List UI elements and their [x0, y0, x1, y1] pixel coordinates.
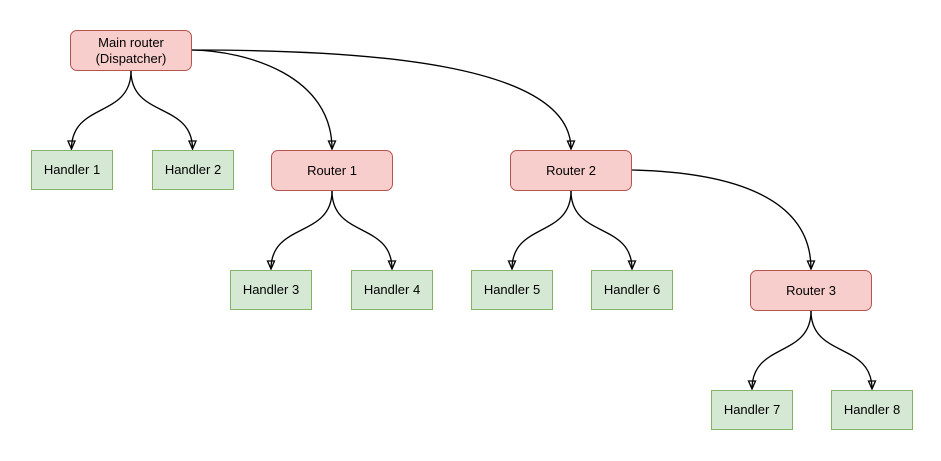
edge-main-router-to-handler-2	[130, 70, 193, 149]
node-handler-4-label: Handler 4	[363, 282, 421, 297]
node-handler-2[interactable]: Handler 2	[152, 150, 234, 190]
node-handler-2-label: Handler 2	[164, 162, 222, 177]
edge-main-router-to-router-1	[191, 49, 332, 149]
edge-router-2-to-router-3	[631, 169, 811, 269]
edge-router-2-to-handler-5	[512, 190, 572, 269]
node-router-2[interactable]: Router 2	[510, 150, 632, 191]
node-handler-5-label: Handler 5	[483, 282, 541, 297]
node-handler-1[interactable]: Handler 1	[31, 150, 113, 190]
node-handler-3[interactable]: Handler 3	[230, 270, 312, 310]
node-handler-7-label: Handler 7	[723, 402, 781, 417]
edge-router-1-to-handler-4	[331, 190, 392, 269]
node-handler-3-label: Handler 3	[242, 282, 300, 297]
node-router-1[interactable]: Router 1	[271, 150, 393, 191]
edge-router-2-to-handler-6	[570, 190, 632, 269]
node-router-1-label: Router 1	[307, 162, 357, 178]
edge-router-3-to-handler-8	[810, 310, 872, 389]
node-main-router[interactable]: Main router (Dispatcher)	[70, 30, 192, 71]
edge-main-router-to-router-2	[191, 49, 571, 149]
node-main-router-label-line1: Main router	[98, 34, 164, 50]
edge-main-router-to-handler-1	[72, 70, 132, 149]
node-handler-7[interactable]: Handler 7	[711, 390, 793, 430]
node-router-3[interactable]: Router 3	[750, 270, 872, 311]
node-router-2-label: Router 2	[546, 162, 596, 178]
node-handler-6[interactable]: Handler 6	[591, 270, 673, 310]
node-handler-5[interactable]: Handler 5	[471, 270, 553, 310]
node-handler-8[interactable]: Handler 8	[831, 390, 913, 430]
edge-router-3-to-handler-7	[752, 310, 812, 389]
node-handler-1-label: Handler 1	[43, 162, 101, 177]
node-handler-4[interactable]: Handler 4	[351, 270, 433, 310]
edge-router-1-to-handler-3	[271, 190, 333, 269]
node-handler-6-label: Handler 6	[603, 282, 661, 297]
node-handler-8-label: Handler 8	[843, 402, 901, 417]
node-router-3-label: Router 3	[786, 282, 836, 298]
node-main-router-label-line2: (Dispatcher)	[95, 50, 167, 66]
